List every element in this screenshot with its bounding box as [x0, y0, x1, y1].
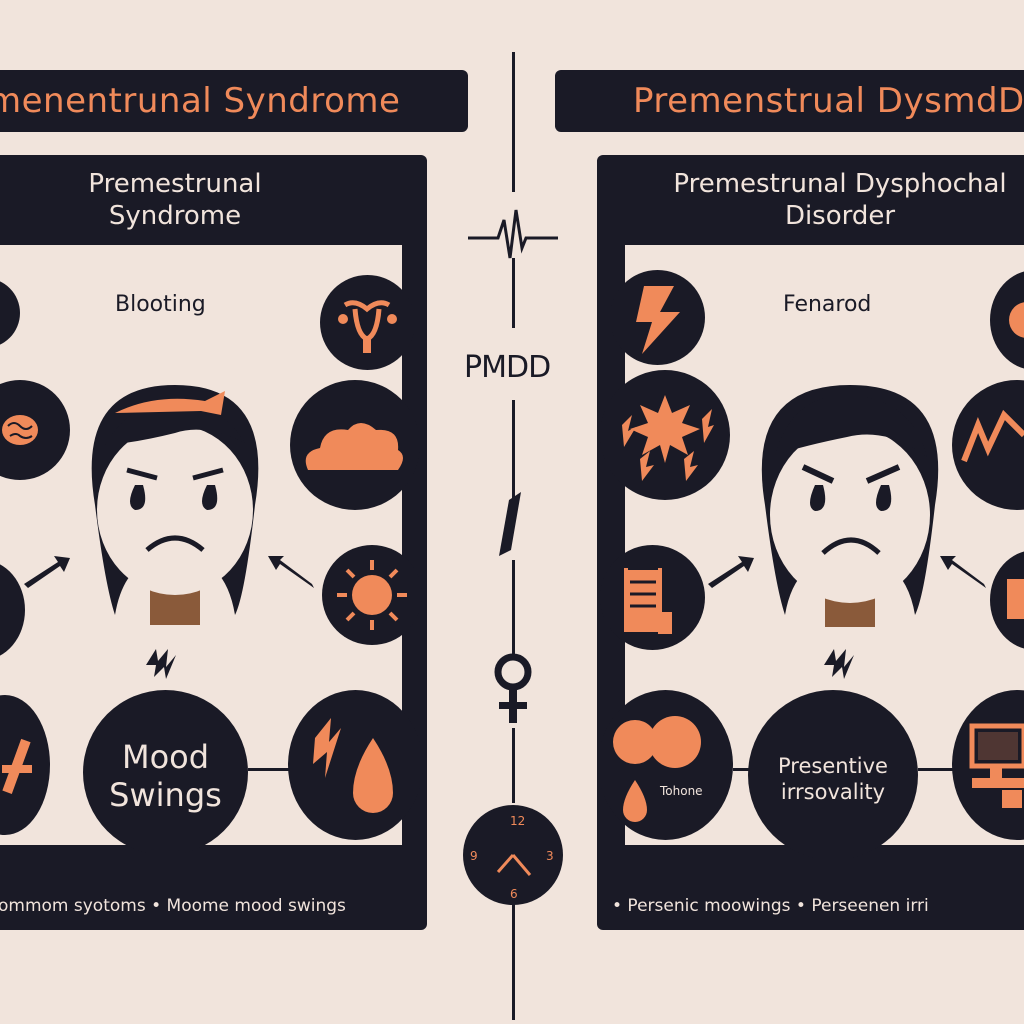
divider-line-3	[512, 400, 515, 510]
left-icon-uterus-circle	[320, 275, 415, 370]
notepad-icon	[624, 562, 672, 634]
left-icon-drop-circle	[288, 690, 423, 840]
left-mood-circle	[83, 690, 248, 855]
arrow-right-panel-right-icon	[940, 556, 986, 588]
left-center-text: Mood Swings	[109, 738, 222, 814]
right-top-label: Fenarod	[783, 292, 872, 317]
female-symbol-icon	[494, 653, 532, 723]
right-banner: Premenstrual DysmdDI	[555, 70, 1024, 132]
right-center-text: Presentive irrsovality	[778, 754, 888, 804]
right-monitor-small-icon	[1007, 579, 1024, 619]
svg-text:3: 3	[546, 849, 554, 863]
tools-icon	[2, 738, 32, 794]
left-top-label: Blooting	[115, 292, 206, 317]
svg-text:12: 12	[510, 814, 525, 828]
left-panel-title: Premestrunal Syndrome	[88, 169, 262, 231]
arrow-left-icon	[24, 556, 70, 588]
brain-icon	[2, 415, 38, 445]
lightning-small-left-icon	[146, 649, 176, 679]
right-face-illustration	[761, 385, 939, 627]
right-connector-right	[918, 768, 958, 771]
center-abbreviation: PMDD	[464, 350, 551, 385]
left-connector	[248, 768, 300, 771]
right-banner-text: Premenstrual DysmdDI	[633, 81, 1024, 121]
divider-line-1	[512, 52, 515, 192]
lightning-right-icon	[636, 286, 680, 354]
lightning-small-right-icon	[824, 649, 854, 679]
right-mood-circle	[748, 690, 918, 860]
left-banner-text: menentrunal Syndrome	[0, 81, 401, 121]
divider-line-6	[512, 900, 515, 1020]
arrow-right-icon	[268, 556, 314, 588]
divider-line-5	[512, 728, 515, 803]
heartbeat-icon	[468, 209, 558, 259]
slash-mark-icon	[499, 492, 521, 556]
crack-icon	[961, 409, 1024, 463]
left-face-illustration	[91, 385, 259, 625]
clock-icon: 12 3 6 9	[463, 805, 563, 905]
right-small-label: Tohone	[660, 784, 703, 798]
svg-text:6: 6	[510, 887, 518, 901]
svg-text:9: 9	[470, 849, 478, 863]
sun-icon	[337, 560, 407, 630]
drop-lightning-icon	[313, 718, 393, 813]
left-footer: ommom syotoms • Moome mood swings	[0, 896, 346, 916]
orbs-drop-icon	[613, 716, 701, 822]
divider-line-2	[512, 258, 515, 328]
left-icon-partial-top	[0, 278, 20, 348]
right-connector-left	[733, 768, 753, 771]
right-footer: • Persenic moowings • Perseenen irri	[612, 896, 929, 916]
divider-line-4	[512, 560, 515, 655]
uterus-icon	[338, 300, 397, 353]
right-panel-title: Premestrunal Dysphochal Disorder	[673, 169, 1007, 231]
arrow-right-panel-left-icon	[708, 556, 754, 588]
cloud-icon	[305, 423, 403, 470]
burst-icon	[622, 395, 714, 481]
computer-icon	[969, 723, 1024, 808]
left-banner: menentrunal Syndrome	[0, 70, 468, 132]
right-partial-orb-icon	[1009, 302, 1024, 338]
